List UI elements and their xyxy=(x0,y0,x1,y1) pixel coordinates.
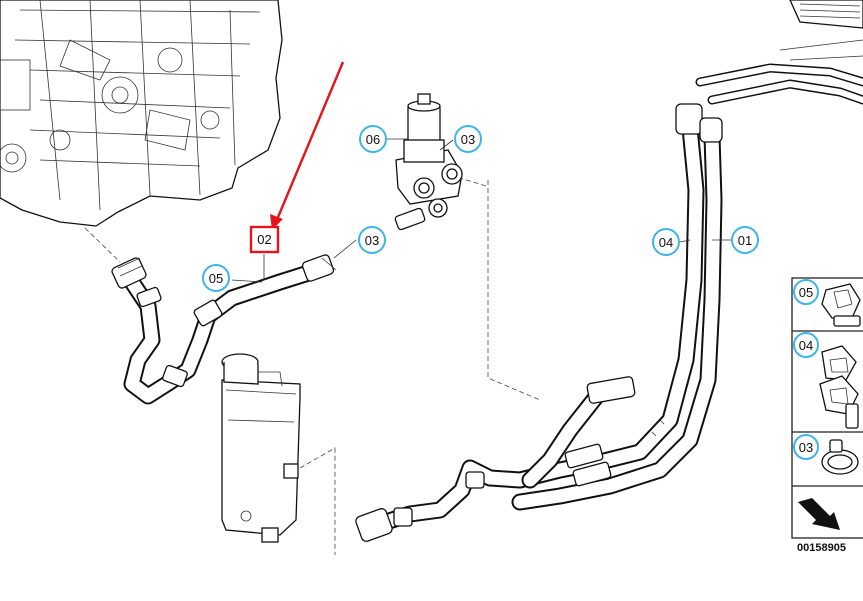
callout-06[interactable]: 06 xyxy=(359,125,387,153)
legend-item-04[interactable]: 04 xyxy=(793,332,819,358)
callout-05[interactable]: 05 xyxy=(202,264,230,292)
callout-06-text: 06 xyxy=(366,132,380,147)
callout-03-hose-text: 03 xyxy=(365,233,379,248)
diagram-id: 00158905 xyxy=(797,542,846,554)
callout-04[interactable]: 04 xyxy=(652,228,680,256)
highlight-arrow xyxy=(270,61,345,230)
clamp-05-icon xyxy=(821,283,861,327)
legend-item-03-text: 03 xyxy=(799,440,813,455)
heater-core-pipes xyxy=(695,0,863,105)
callout-05-text: 05 xyxy=(209,271,223,286)
callout-03-valve-text: 03 xyxy=(461,132,475,147)
parts-legend: 05 04 03 xyxy=(791,277,863,539)
callout-02-highlighted[interactable]: 02 xyxy=(249,225,280,254)
engine-block-illustration xyxy=(0,0,283,263)
coolant-hose-02 xyxy=(111,254,337,405)
leader-lines xyxy=(231,239,732,283)
legend-item-05[interactable]: 05 xyxy=(793,279,819,305)
callout-03-hose[interactable]: 03 xyxy=(358,226,386,254)
bracket-04-icon xyxy=(819,345,859,429)
hose-clamp-03-icon xyxy=(821,439,859,475)
callout-01[interactable]: 01 xyxy=(731,226,759,254)
coolant-hose-04-01 xyxy=(355,103,723,542)
callout-01-text: 01 xyxy=(738,233,752,248)
legend-item-03[interactable]: 03 xyxy=(793,434,819,460)
legend-item-04-text: 04 xyxy=(799,338,813,353)
legend-item-05-text: 05 xyxy=(799,285,813,300)
expansion-tank xyxy=(221,353,336,555)
coolant-valve-06 xyxy=(386,93,463,231)
direction-arrow-icon xyxy=(798,498,840,530)
callout-03-valve[interactable]: 03 xyxy=(454,125,482,153)
callout-02-text: 02 xyxy=(257,232,271,247)
callout-04-text: 04 xyxy=(659,235,673,250)
